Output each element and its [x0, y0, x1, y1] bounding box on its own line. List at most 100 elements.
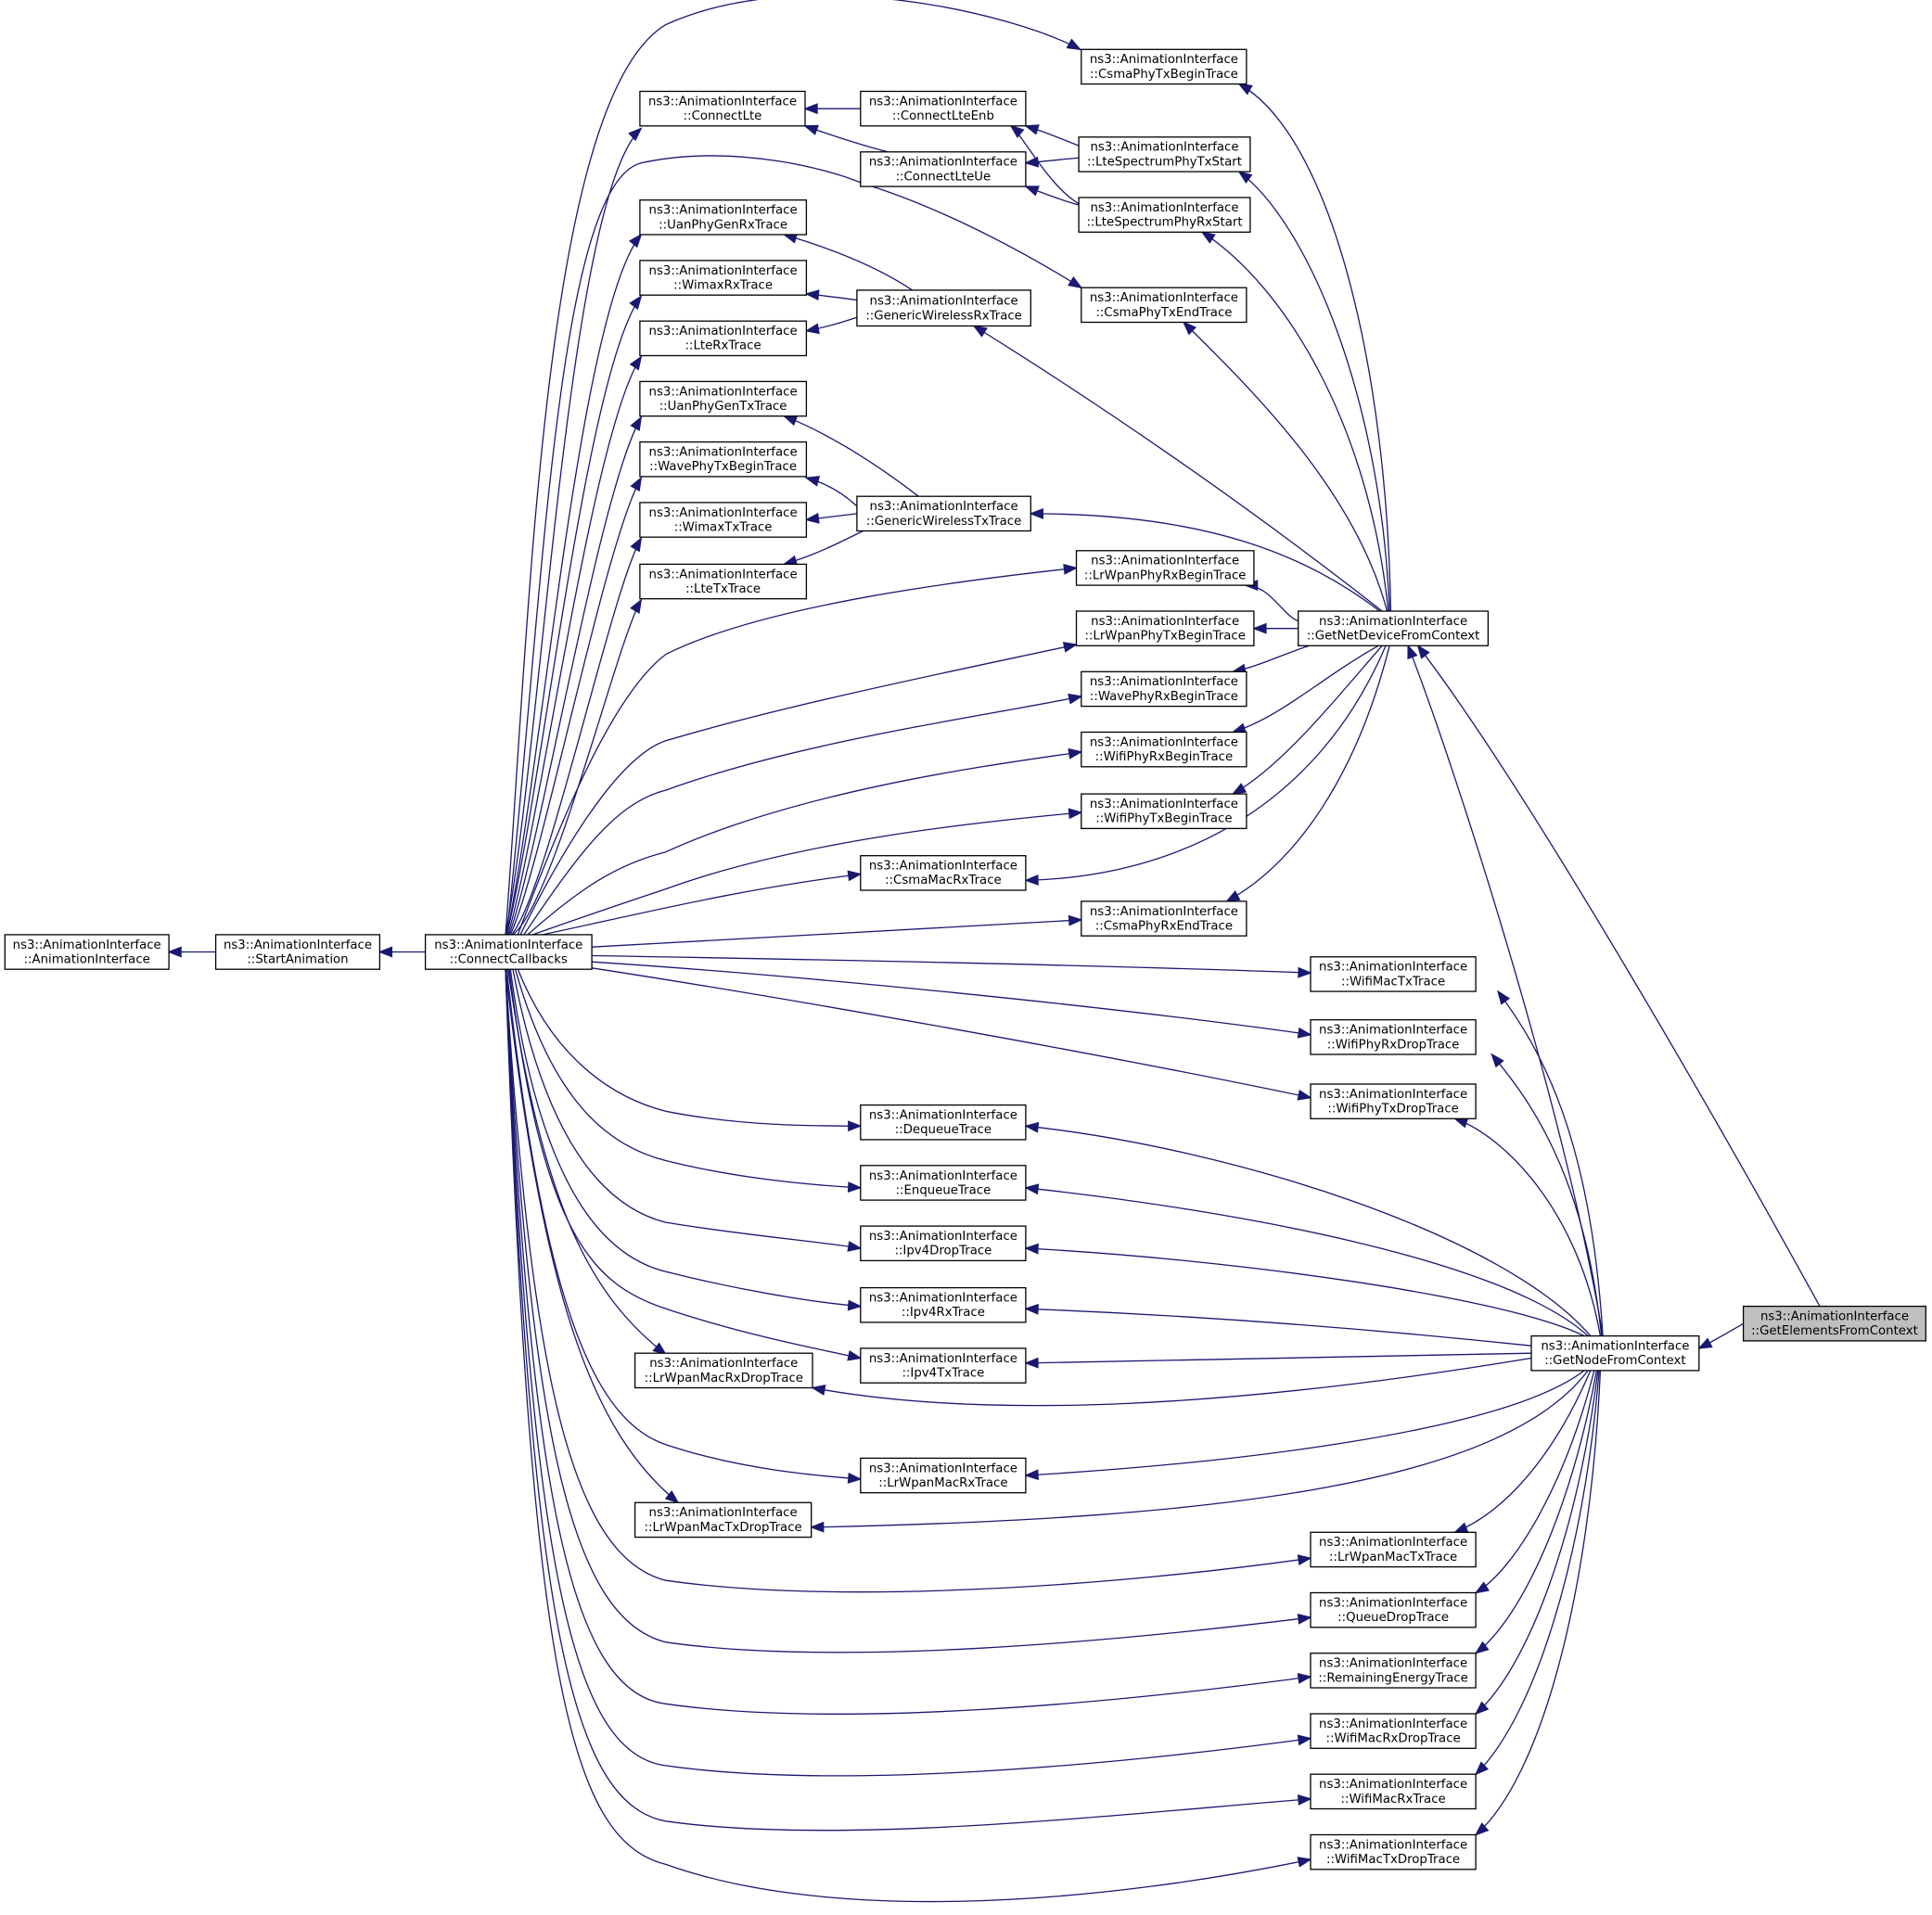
node-uan-phy-gen-rx-trace[interactable]: ns3::AnimationInterface::UanPhyGenRxTrac…: [639, 199, 808, 236]
node-box: [1310, 1833, 1477, 1870]
node-get-node-from-context[interactable]: ns3::AnimationInterface::GetNodeFromCont…: [1530, 1334, 1700, 1372]
node-box: [214, 934, 381, 970]
node-uan-phy-gen-tx-trace[interactable]: ns3::AnimationInterface::UanPhyGenTxTrac…: [639, 380, 808, 417]
edge-get-node-from-context-to-wifi-phy-rx-drop-trace: [1491, 1053, 1603, 1336]
node-lte-spectrum-phy-rx-start[interactable]: ns3::AnimationInterface::LteSpectrumPhyR…: [1078, 197, 1251, 233]
node-ipv4-tx-trace[interactable]: ns3::AnimationInterface::Ipv4TxTrace: [860, 1347, 1027, 1384]
node-lr-wpan-mac-tx-trace[interactable]: ns3::AnimationInterface::LrWpanMacTxTrac…: [1310, 1531, 1477, 1568]
node-connect-lte[interactable]: ns3::AnimationInterface::ConnectLte: [639, 90, 806, 127]
node-dequeue-trace[interactable]: ns3::AnimationInterface::DequeueTrace: [860, 1104, 1027, 1141]
node-lr-wpan-mac-tx-drop-trace[interactable]: ns3::AnimationInterface::LrWpanMacTxDrop…: [633, 1501, 812, 1538]
node-namespace-label: ns3::AnimationInterface: [1091, 615, 1239, 629]
node-box: [1310, 1591, 1477, 1628]
arrowhead-icon: [1029, 507, 1043, 519]
node-wave-phy-rx-begin-trace[interactable]: ns3::AnimationInterface::WavePhyRxBeginT…: [1081, 670, 1247, 708]
node-connect-callbacks[interactable]: ns3::AnimationInterface::ConnectCallback…: [424, 934, 593, 970]
node-wifi-mac-rx-trace[interactable]: ns3::AnimationInterface::WifiMacRxTrace: [1310, 1773, 1477, 1810]
node-box: [856, 289, 1031, 327]
node-namespace-label: ns3::AnimationInterface: [1760, 1310, 1909, 1324]
node-lr-wpan-mac-rx-drop-trace[interactable]: ns3::AnimationInterface::LrWpanMacRxDrop…: [633, 1352, 813, 1389]
node-method-label: ::WifiMacRxDropTrace: [1326, 1732, 1461, 1746]
node-box: [4, 934, 170, 970]
edge-line: [517, 968, 861, 1127]
node-csma-phy-tx-begin-trace[interactable]: ns3::AnimationInterface::CsmaPhyTxBeginT…: [1081, 48, 1247, 85]
node-get-net-device-from-context[interactable]: ns3::AnimationInterface::GetNetDeviceFro…: [1298, 610, 1490, 646]
node-connect-lte-enb[interactable]: ns3::AnimationInterface::ConnectLteEnb: [860, 90, 1027, 127]
node-namespace-label: ns3::AnimationInterface: [1090, 905, 1238, 919]
edge-start-animation-to-animation-interface: [167, 946, 216, 958]
edge-line: [508, 416, 642, 936]
edge-get-net-device-from-context-to-lte-spectrum-phy-rx-start: [1200, 231, 1389, 612]
node-wimax-tx-trace[interactable]: ns3::AnimationInterface::WimaxTxTrace: [639, 502, 808, 538]
edge-dequeue-trace-to-connect-callbacks: [517, 968, 863, 1132]
node-get-elements-from-context: ns3::AnimationInterface::GetElementsFrom…: [1742, 1305, 1926, 1342]
node-csma-phy-tx-end-trace[interactable]: ns3::AnimationInterface::CsmaPhyTxEndTra…: [1081, 287, 1247, 324]
node-lr-wpan-phy-rx-begin-trace[interactable]: ns3::AnimationInterface::LrWpanPhyRxBegi…: [1075, 550, 1255, 586]
node-lte-rx-trace[interactable]: ns3::AnimationInterface::LteRxTrace: [639, 320, 808, 357]
node-lr-wpan-phy-tx-begin-trace[interactable]: ns3::AnimationInterface::LrWpanPhyTxBegi…: [1075, 610, 1255, 646]
arrowhead-icon: [1024, 875, 1039, 886]
node-method-label: ::LteRxTrace: [685, 339, 761, 353]
edge-line: [812, 1357, 1532, 1407]
node-box: [1310, 1531, 1477, 1568]
node-remaining-energy-trace[interactable]: ns3::AnimationInterface::RemainingEnergy…: [1310, 1653, 1477, 1689]
edge-line: [592, 919, 1081, 948]
arrowhead-icon: [847, 870, 863, 882]
node-box: [1075, 550, 1255, 586]
node-wifi-mac-rx-drop-trace[interactable]: ns3::AnimationInterface::WifiMacRxDropTr…: [1310, 1713, 1477, 1749]
node-enqueue-trace[interactable]: ns3::AnimationInterface::EnqueueTrace: [860, 1165, 1027, 1201]
node-box: [639, 199, 808, 236]
node-lr-wpan-mac-rx-trace[interactable]: ns3::AnimationInterface::LrWpanMacRxTrac…: [860, 1457, 1027, 1494]
arrowhead-icon: [848, 1120, 863, 1132]
node-generic-wireless-tx-trace[interactable]: ns3::AnimationInterface::GenericWireless…: [856, 495, 1031, 532]
arrowhead-icon: [630, 598, 643, 614]
edge-line: [1417, 645, 1821, 1307]
arrowhead-icon: [1297, 1857, 1312, 1868]
node-namespace-label: ns3::AnimationInterface: [1319, 961, 1467, 975]
node-wifi-mac-tx-drop-trace[interactable]: ns3::AnimationInterface::WifiMacTxDropTr…: [1310, 1833, 1477, 1870]
node-box: [1530, 1334, 1700, 1372]
node-namespace-label: ns3::AnimationInterface: [1090, 53, 1238, 67]
arrowhead-icon: [628, 127, 643, 142]
node-wimax-rx-trace[interactable]: ns3::AnimationInterface::WimaxRxTrace: [639, 260, 808, 296]
node-wifi-phy-tx-drop-trace[interactable]: ns3::AnimationInterface::WifiPhyTxDropTr…: [1310, 1083, 1477, 1119]
node-method-label: ::LteSpectrumPhyRxStart: [1086, 216, 1242, 230]
node-generic-wireless-rx-trace[interactable]: ns3::AnimationInterface::GenericWireless…: [856, 289, 1031, 327]
node-method-label: ::UanPhyGenTxTrace: [659, 400, 787, 414]
edge-line: [592, 954, 1311, 974]
edge-get-node-from-context-to-lr-wpan-mac-rx-drop-trace: [811, 1357, 1532, 1407]
node-lte-spectrum-phy-tx-start[interactable]: ns3::AnimationInterface::LteSpectrumPhyT…: [1078, 136, 1251, 172]
node-wifi-phy-rx-begin-trace[interactable]: ns3::AnimationInterface::WifiPhyRxBeginT…: [1081, 731, 1247, 768]
node-queue-drop-trace[interactable]: ns3::AnimationInterface::QueueDropTrace: [1310, 1591, 1477, 1628]
edge-csma-phy-tx-begin-trace-to-connect-callbacks: [505, 0, 1082, 935]
arrowhead-icon: [630, 415, 643, 431]
edge-get-node-from-context-to-wifi-mac-rx-trace: [1474, 1370, 1600, 1776]
node-animation-interface[interactable]: ns3::AnimationInterface::AnimationInterf…: [4, 934, 170, 970]
node-box: [860, 1225, 1027, 1262]
node-ipv4-rx-trace[interactable]: ns3::AnimationInterface::Ipv4RxTrace: [860, 1286, 1027, 1323]
node-lte-tx-trace[interactable]: ns3::AnimationInterface::LteTxTrace: [639, 563, 808, 600]
node-wave-phy-tx-begin-trace[interactable]: ns3::AnimationInterface::WavePhyTxBeginT…: [639, 440, 808, 478]
node-wifi-phy-tx-begin-trace[interactable]: ns3::AnimationInterface::WifiPhyTxBeginT…: [1081, 793, 1247, 830]
edge-line: [592, 961, 1311, 1036]
node-csma-mac-rx-trace[interactable]: ns3::AnimationInterface::CsmaMacRxTrace: [860, 855, 1027, 891]
node-namespace-label: ns3::AnimationInterface: [649, 568, 798, 581]
arrowhead-icon: [1407, 644, 1418, 660]
edge-line: [1454, 1117, 1602, 1336]
arrowhead-icon: [1009, 124, 1025, 138]
edge-line: [1232, 645, 1383, 795]
node-box: [1078, 197, 1251, 233]
node-connect-lte-ue[interactable]: ns3::AnimationInterface::ConnectLteUe: [860, 151, 1027, 187]
node-ipv4-drop-trace[interactable]: ns3::AnimationInterface::Ipv4DropTrace: [860, 1225, 1027, 1262]
edge-line: [512, 968, 861, 1249]
node-wifi-mac-tx-trace[interactable]: ns3::AnimationInterface::WifiMacTxTrace: [1310, 956, 1477, 992]
arrowhead-icon: [804, 512, 820, 524]
node-wifi-phy-rx-drop-trace[interactable]: ns3::AnimationInterface::WifiPhyRxDropTr…: [1310, 1019, 1477, 1055]
arrowhead-icon: [782, 415, 799, 427]
node-start-animation[interactable]: ns3::AnimationInterface::StartAnimation: [214, 934, 381, 970]
edge-line: [505, 969, 1311, 1903]
node-csma-phy-rx-end-trace[interactable]: ns3::AnimationInterface::CsmaPhyRxEndTra…: [1081, 900, 1247, 937]
edge-uan-phy-gen-rx-trace-to-connect-callbacks: [505, 233, 643, 936]
edge-line: [1025, 1370, 1585, 1476]
arrowhead-icon: [652, 1342, 668, 1356]
